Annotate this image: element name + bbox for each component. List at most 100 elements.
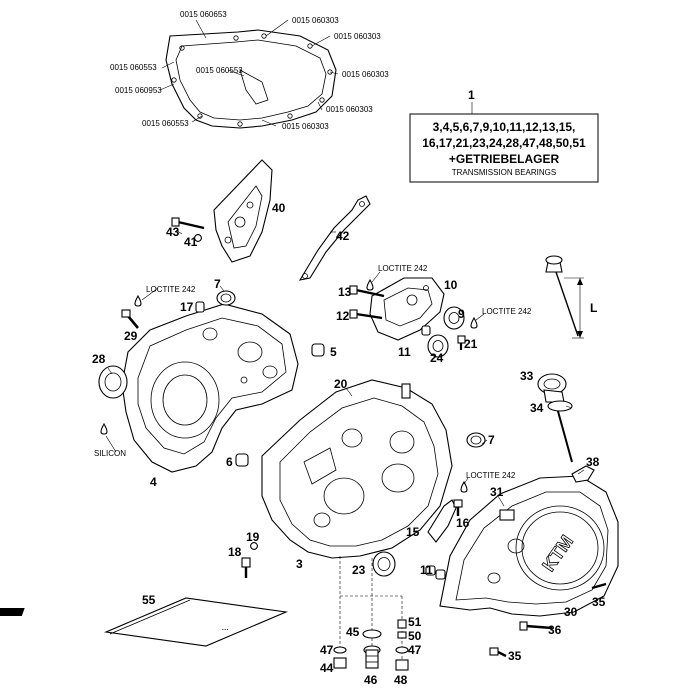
- part-48-plug: [395, 659, 409, 671]
- part-55-manual: ...: [0, 597, 289, 647]
- kit-box-line-4: TRANSMISSION BEARINGS: [452, 168, 556, 177]
- dimension-l-label: L: [590, 301, 597, 315]
- part-number-4: 4: [150, 475, 157, 489]
- part-38-clip: [571, 465, 595, 483]
- part-35-screw-right: [591, 582, 607, 590]
- part-21-screw: [457, 335, 466, 350]
- dipstick: [545, 255, 584, 339]
- part-9-bearing: [443, 306, 465, 330]
- part-7-sleeve-right: [466, 432, 486, 448]
- part-number-13: 13: [338, 285, 352, 299]
- part-number-47-right: 47: [408, 643, 422, 657]
- part-number-44: 44: [320, 661, 334, 675]
- crankcase-kit-box: 1 3,4,5,6,7,9,10,11,12,13,15, 16,17,21,2…: [409, 88, 599, 183]
- part-42-bracket: [298, 195, 371, 281]
- part-18-screw: [241, 557, 251, 578]
- part-number-42: 42: [336, 229, 350, 243]
- part-number-30: 30: [564, 605, 578, 619]
- drain-plug-group: [333, 556, 409, 671]
- part-24-seal: [427, 334, 449, 358]
- part-6-dowel: [235, 453, 249, 467]
- part-51-dowel: [397, 619, 407, 629]
- part-35-screw-bottom: [489, 647, 507, 658]
- loctite-drop-13: [366, 278, 374, 291]
- part-number-17: 17: [180, 300, 194, 314]
- part-number-12: 12: [336, 309, 350, 323]
- part-7-sleeve: [216, 290, 236, 306]
- part-47-washer-left: [333, 646, 347, 654]
- part-number-24: 24: [430, 351, 444, 365]
- part-47-washer-right: [395, 646, 409, 654]
- part-19-washer: [250, 542, 258, 550]
- part-31-bracket: [499, 509, 515, 521]
- part-number-50: 50: [408, 629, 422, 643]
- gasket-code-1: 0015 060653: [180, 10, 227, 19]
- part-44-plug: [333, 657, 347, 669]
- part-number-40: 40: [272, 201, 286, 215]
- part-number-36: 36: [548, 623, 562, 637]
- loctite-drop-21: [470, 316, 478, 329]
- part-50-dowel: [397, 631, 407, 639]
- gasket-code-10: 0015 060303: [282, 122, 329, 131]
- part-number-48: 48: [394, 673, 408, 687]
- part-number-51: 51: [408, 615, 422, 629]
- part-number-labels: 40 43 41 42 7 17 29 5 28 4 13 10 12 9 11…: [92, 201, 606, 687]
- loctite-note-right: LOCTITE 242: [482, 307, 532, 316]
- gasket-leaders: [159, 19, 339, 127]
- part-11-dowel: [421, 325, 431, 336]
- part-number-1: 1: [468, 88, 475, 102]
- part-number-6: 6: [226, 455, 233, 469]
- part-number-34: 34: [530, 401, 544, 415]
- part-28-seal: [98, 365, 128, 399]
- part-40-cover: [213, 159, 273, 263]
- gasket-part-codes: 0015 060653 0015 060303 0015 060303 0015…: [110, 10, 389, 131]
- part-30-clutch-cover: KTM: [439, 475, 619, 617]
- part-33-oil-filler: [537, 373, 573, 463]
- part-number-29: 29: [124, 329, 138, 343]
- svg-text:...: ...: [222, 622, 229, 632]
- part-number-11-top: 11: [398, 345, 411, 359]
- loctite-note-lower: LOCTITE 242: [466, 471, 516, 480]
- gasket-code-5: 0015 060553: [196, 66, 243, 75]
- part-number-10: 10: [444, 278, 458, 292]
- gasket-code-7: 0015 060953: [115, 86, 162, 95]
- crankcase-gasket: [165, 29, 337, 129]
- gasket-code-4: 0015 060553: [110, 63, 157, 72]
- gasket-code-6: 0015 060303: [342, 70, 389, 79]
- part-15-bracket: [427, 499, 457, 543]
- part-number-47-left: 47: [320, 643, 334, 657]
- part-20-right-crankcase: [261, 379, 453, 559]
- part-number-9: 9: [458, 307, 465, 321]
- part-number-55: 55: [142, 593, 156, 607]
- part-number-19: 19: [246, 530, 260, 544]
- part-29-screw: [121, 309, 139, 329]
- part-number-35-bottom: 35: [508, 649, 522, 663]
- loctite-note-left: LOCTITE 242: [146, 285, 196, 294]
- part-number-5: 5: [330, 345, 337, 359]
- loctite-note-center: LOCTITE 242: [378, 264, 428, 273]
- gasket-code-3: 0015 060303: [334, 32, 381, 41]
- part-number-15: 15: [406, 525, 420, 539]
- kit-box-line-2: 16,17,21,23,24,28,47,48,50,51: [422, 136, 586, 150]
- part-number-7-right: 7: [488, 433, 495, 447]
- part-10-bearing-support: [369, 277, 445, 341]
- silicon-note: SILICON: [94, 449, 126, 458]
- part-number-3: 3: [296, 557, 303, 571]
- part-11-dowels-bottom: [425, 565, 446, 580]
- part-23-seal: [372, 551, 396, 577]
- gasket-code-2: 0015 060303: [292, 16, 339, 25]
- part-number-35-right: 35: [592, 595, 606, 609]
- part-41-washer: [194, 234, 202, 242]
- part-number-23: 23: [352, 563, 366, 577]
- silicon-drop-left: [100, 422, 108, 435]
- part-number-7: 7: [214, 277, 221, 291]
- kit-box-line-3: +GETRIEBELAGER: [449, 152, 560, 166]
- loctite-drop-left: [134, 294, 142, 307]
- loctite-drop-right: [460, 480, 468, 493]
- gasket-code-9: 0015 060553: [142, 119, 189, 128]
- part-46-plug: [363, 645, 381, 669]
- part-number-28: 28: [92, 352, 106, 366]
- part-number-16: 16: [456, 516, 470, 530]
- part-number-41: 41: [184, 235, 198, 249]
